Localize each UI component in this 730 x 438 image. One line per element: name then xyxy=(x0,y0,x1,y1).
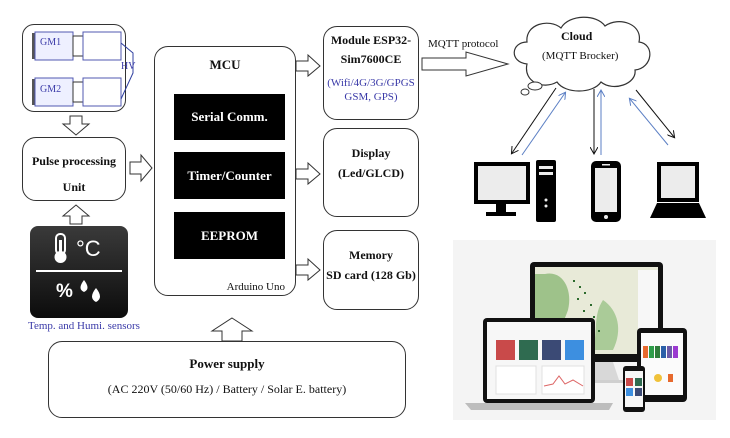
arrow-pulse-to-mcu xyxy=(129,153,153,183)
dashboard-mockup-graphic xyxy=(465,262,687,412)
hv-label: HV xyxy=(121,61,136,72)
board-label: Arduino Uno xyxy=(226,281,285,293)
gm-tubes-graphic xyxy=(32,31,134,107)
mcu-title: MCU xyxy=(209,57,241,72)
cloud-subtitle: (MQTT Brocker) xyxy=(542,50,619,62)
temp-humidity-sensor: °C % xyxy=(30,226,128,318)
arrow-mcu-to-esp32 xyxy=(295,53,321,78)
sensor-graphic xyxy=(36,233,122,302)
memory-module: Memory SD card (128 Gb) xyxy=(323,230,419,310)
gm2-label: GM2 xyxy=(40,84,62,95)
humidity-percent-icon: % xyxy=(56,281,73,302)
arrow-esp32-to-cloud xyxy=(421,51,510,77)
arrow-cloud-to-laptop xyxy=(635,89,674,137)
mqtt-protocol-label: MQTT protocol xyxy=(428,38,499,50)
arrow-gm-to-pulse xyxy=(61,115,91,136)
pulse-unit-line1: Pulse processing xyxy=(31,154,117,168)
arrow-laptop-to-cloud xyxy=(630,99,669,146)
power-subtitle: (AC 220V (50/60 Hz) / Battery / Solar E.… xyxy=(107,382,347,396)
gm-tube-module: GM1 GM2 HV xyxy=(22,24,135,112)
esp32-sub1: (Wifi/4G/3G/GPGS xyxy=(327,77,415,89)
power-supply-block: Power supply (AC 220V (50/60 Hz) / Batte… xyxy=(48,341,406,418)
arrow-cloud-to-desktop xyxy=(512,87,557,153)
timer-counter-block: Timer/Counter xyxy=(174,152,285,199)
esp32-sim7600-module: Module ESP32- Sim7600CE (Wifi/4G/3G/GPGS… xyxy=(323,26,419,120)
dashboard-devices-image xyxy=(453,240,716,420)
desktop-computer-icon xyxy=(474,160,556,222)
eeprom-block: EEPROM xyxy=(174,212,285,259)
display-line1: Display xyxy=(351,146,391,160)
arrow-sensor-to-pulse xyxy=(61,204,91,225)
cloud-title: Cloud xyxy=(561,29,593,43)
memory-line1: Memory xyxy=(349,248,393,262)
display-module: Display (Led/GLCD) xyxy=(323,128,419,217)
laptop-icon xyxy=(650,162,706,218)
celsius-icon: °C xyxy=(76,236,101,261)
memory-line2: SD card (128 Gb) xyxy=(326,268,416,282)
pulse-unit-line2: Unit xyxy=(62,180,86,194)
pulse-processing-unit: Pulse processing Unit xyxy=(22,137,126,201)
power-title: Power supply xyxy=(189,356,265,371)
arrow-power-to-mcu xyxy=(210,317,254,342)
arrow-mcu-to-display xyxy=(295,161,321,186)
arrow-desktop-to-cloud xyxy=(521,93,565,156)
display-line2: (Led/GLCD) xyxy=(338,166,404,180)
smartphone-icon xyxy=(591,161,621,222)
cloud-client-arrows xyxy=(500,87,700,156)
esp32-line2: Sim7600CE xyxy=(340,52,402,66)
serial-comm-block: Serial Comm. xyxy=(174,94,285,140)
esp32-line1: Module ESP32- xyxy=(330,33,412,47)
arrow-mcu-to-memory xyxy=(295,257,321,282)
gm1-label: GM1 xyxy=(40,37,62,48)
cloud-icon xyxy=(513,16,651,96)
sensor-caption: Temp. and Humi. sensors xyxy=(28,320,140,332)
esp32-sub2: GSM, GPS) xyxy=(344,91,398,103)
